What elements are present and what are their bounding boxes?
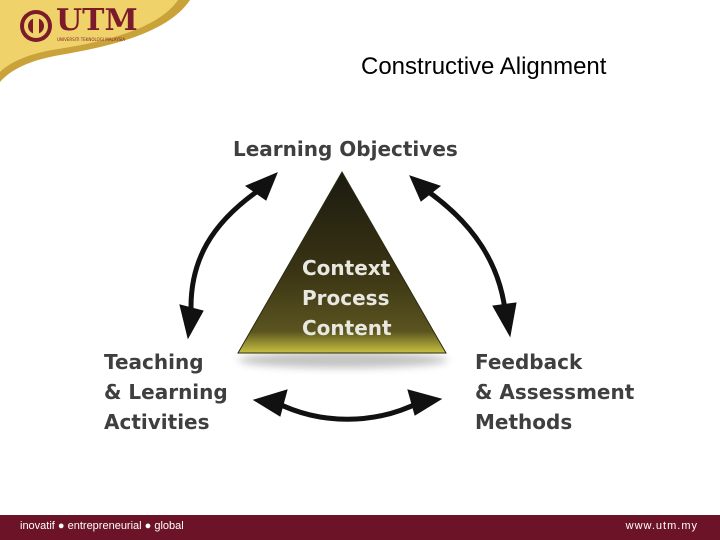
- arrow-bottom: [252, 389, 443, 422]
- arrow-top-right: [409, 175, 517, 338]
- node-left-line-2: & Learning: [104, 380, 228, 404]
- center-line-3: Content: [302, 316, 392, 340]
- footer-url: www.utm.my: [625, 520, 698, 532]
- triangle-shadow: [238, 352, 448, 368]
- node-left-line-1: Teaching: [104, 350, 204, 374]
- footer-tagline: inovatif ● entrepreneurial ● global: [20, 520, 184, 532]
- utm-logo: UTM UNIVERSITI TEKNOLOGI MALAYSIA: [16, 3, 166, 46]
- utm-crest-icon: [20, 10, 52, 42]
- node-teaching-learning-activities: Teaching & Learning Activities: [104, 347, 228, 437]
- node-left-line-3: Activities: [104, 410, 210, 434]
- footer-bar: inovatif ● entrepreneurial ● global www.…: [0, 515, 720, 540]
- center-line-1: Context: [302, 256, 391, 280]
- node-feedback-assessment-methods: Feedback & Assessment Methods: [475, 347, 634, 437]
- logo-subtitle: UNIVERSITI TEKNOLOGI MALAYSIA: [57, 37, 126, 42]
- node-learning-objectives: Learning Objectives: [233, 137, 458, 161]
- arrow-top-left: [179, 172, 278, 340]
- node-right-line-3: Methods: [475, 410, 573, 434]
- slide-title: Constructive Alignment: [361, 53, 607, 80]
- node-right-line-2: & Assessment: [475, 380, 635, 404]
- triangle-center-text: Context Process Content: [302, 253, 392, 343]
- logo-wordmark: UTM: [56, 3, 138, 38]
- center-line-2: Process: [302, 286, 390, 310]
- center-triangle: [237, 170, 447, 354]
- node-right-line-1: Feedback: [475, 350, 583, 374]
